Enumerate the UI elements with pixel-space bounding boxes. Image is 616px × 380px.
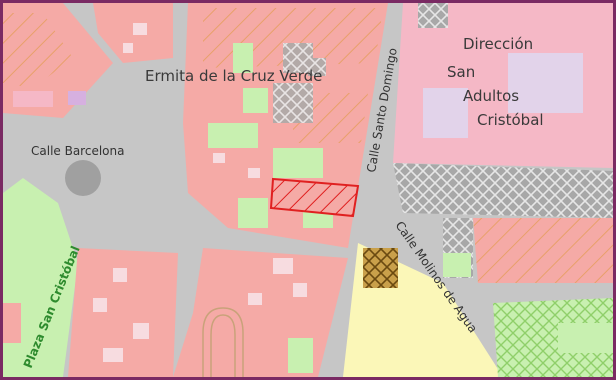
small-building bbox=[103, 348, 123, 362]
green-patch bbox=[273, 148, 323, 178]
roundabout bbox=[65, 160, 101, 196]
green-patch bbox=[288, 338, 313, 373]
building bbox=[448, 3, 508, 28]
green-patch bbox=[233, 43, 253, 73]
label-ermita: Ermita de la Cruz Verde bbox=[145, 67, 322, 85]
brown-crosshatch bbox=[363, 248, 398, 288]
plaza-green bbox=[3, 178, 78, 377]
block-edge bbox=[3, 303, 21, 343]
small-building bbox=[213, 153, 225, 163]
green-crosshatch bbox=[493, 298, 613, 377]
small-building bbox=[133, 23, 147, 35]
map-canvas[interactable]: Ermita de la Cruz Verde Dirección San Ad… bbox=[3, 3, 613, 377]
small-building bbox=[273, 258, 293, 274]
green-patch bbox=[443, 253, 471, 277]
small-building bbox=[123, 43, 133, 53]
small-building bbox=[133, 323, 149, 339]
small-building bbox=[93, 298, 107, 312]
block-bottom-left bbox=[68, 248, 178, 377]
block-top-left-hatched bbox=[3, 13, 73, 88]
label-san: San bbox=[447, 63, 475, 81]
crosshatch-building bbox=[273, 83, 313, 123]
crosshatch-building bbox=[418, 3, 448, 28]
label-cristobal: Cristóbal bbox=[477, 111, 544, 129]
crosshatch-band bbox=[393, 163, 613, 218]
green-patch bbox=[558, 323, 613, 353]
small-building bbox=[68, 91, 86, 105]
road-marking bbox=[202, 307, 244, 377]
label-calle-barcelona: Calle Barcelona bbox=[31, 144, 124, 158]
green-patch bbox=[238, 198, 268, 228]
building bbox=[558, 3, 613, 33]
label-direccion: Dirección bbox=[463, 35, 533, 53]
hatched-block bbox=[473, 218, 613, 283]
small-building bbox=[248, 168, 260, 178]
green-patch bbox=[243, 88, 268, 113]
lilac-building bbox=[508, 53, 583, 113]
small-building bbox=[248, 293, 262, 305]
small-building bbox=[293, 283, 307, 297]
label-adultos: Adultos bbox=[463, 87, 519, 105]
green-patch bbox=[208, 123, 258, 148]
road-marking bbox=[210, 314, 236, 377]
small-building bbox=[13, 91, 53, 107]
lilac-building bbox=[423, 88, 468, 138]
highlighted-parcel[interactable] bbox=[269, 177, 360, 218]
crosshatch-building bbox=[308, 58, 326, 76]
small-building bbox=[113, 268, 127, 282]
